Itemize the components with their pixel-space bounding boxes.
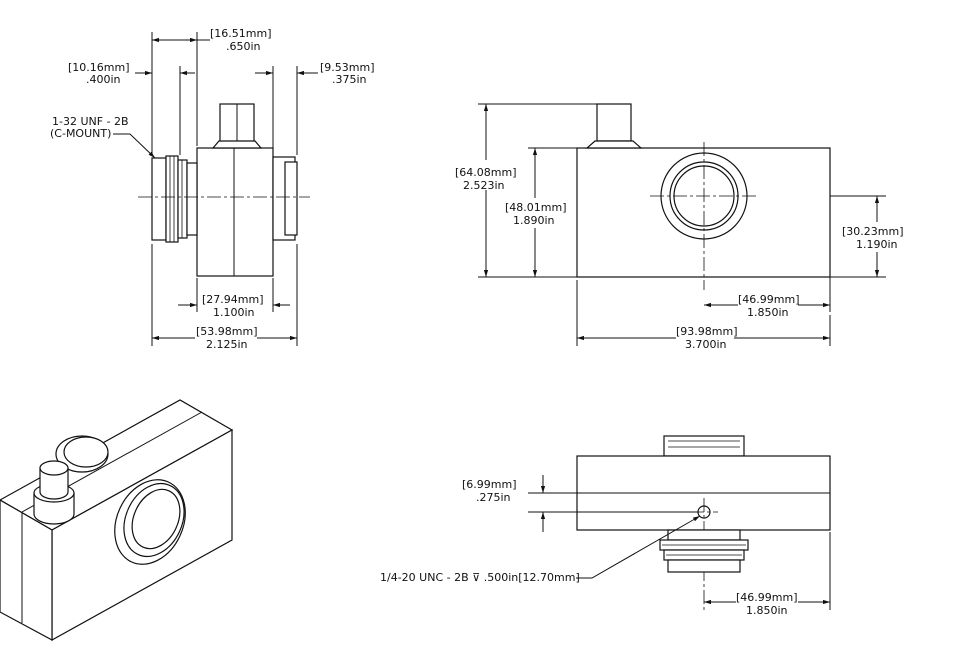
svg-text:[6.99mm]: [6.99mm]: [462, 478, 517, 491]
dim-46-99-in: 1.850in: [747, 306, 789, 319]
front-view: [64.08mm] 2.523in [48.01mm] 1.890in [30.…: [455, 103, 904, 351]
dim-30-23-in: 1.190in: [856, 238, 898, 251]
dim-64-08-in: 2.523in: [463, 179, 505, 192]
thread-note-line2: (C-MOUNT): [50, 127, 111, 140]
dim-27-94-in: 1.100in: [213, 306, 255, 319]
svg-text:[64.08mm]: [64.08mm]: [455, 166, 517, 179]
svg-text:[93.98mm]: [93.98mm]: [676, 325, 738, 338]
svg-text:[46.99mm]: [46.99mm]: [738, 293, 800, 306]
dim-48-01-in: 1.890in: [513, 214, 555, 227]
isometric-view: [0, 399, 234, 642]
dim-46-99-bottom-in: 1.850in: [746, 604, 788, 617]
left-cmount: [151, 155, 198, 243]
svg-text:[9.53mm]: [9.53mm]: [320, 61, 375, 74]
svg-text:[53.98mm]: [53.98mm]: [196, 325, 258, 338]
svg-text:[16.51mm]: [16.51mm]: [210, 27, 272, 40]
iso-connector: [33, 460, 75, 525]
svg-text:[30.23mm]: [30.23mm]: [842, 225, 904, 238]
dim-16-51-in: .650in: [226, 40, 261, 53]
dim-9-53-in: .375in: [332, 73, 367, 86]
iso-lens: [114, 479, 186, 565]
bottom-top-lens: [663, 435, 745, 457]
hole-callout: 1/4-20 UNC - 2B ⊽ .500in[12.70mm]: [380, 571, 580, 584]
iso-cmount: [55, 435, 109, 473]
right-lens: [272, 156, 298, 241]
svg-text:[27.94mm]: [27.94mm]: [202, 293, 264, 306]
side-view: [16.51mm] .650in [10.16mm] .400in [9.53m…: [50, 27, 375, 351]
thread-note-line1: 1-32 UNF - 2B: [52, 115, 129, 128]
dim-10-16-in: .400in: [86, 73, 121, 86]
dim-53-98-in: 2.125in: [206, 338, 248, 351]
front-connector: [596, 103, 632, 142]
svg-text:[10.16mm]: [10.16mm]: [68, 61, 130, 74]
dim-6-99-in: .275in: [476, 491, 511, 504]
bottom-view: [6.99mm] .275in 1/4-20 UNC - 2B ⊽ .500in…: [380, 435, 831, 617]
svg-text:[48.01mm]: [48.01mm]: [505, 201, 567, 214]
dim-93-98-in: 3.700in: [685, 338, 727, 351]
side-body: [196, 147, 274, 277]
svg-text:[46.99mm]: [46.99mm]: [736, 591, 798, 604]
bottom-cmount: [659, 529, 749, 573]
